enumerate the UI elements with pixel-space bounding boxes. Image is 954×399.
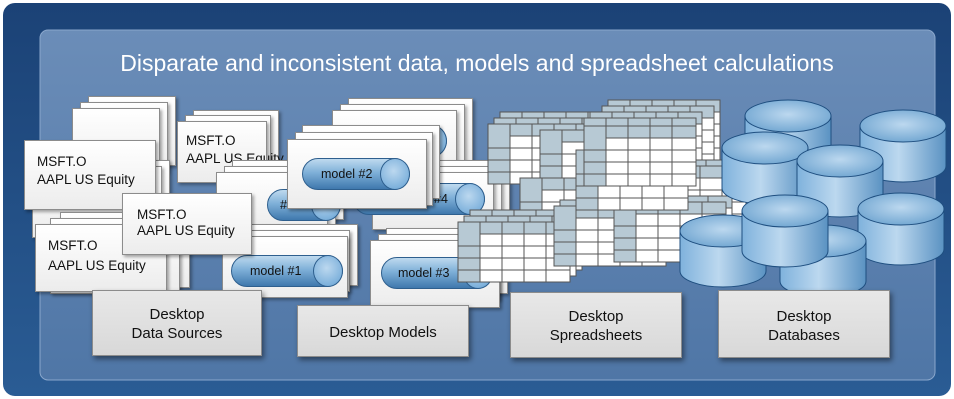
- ticker-msft: MSFT.O: [37, 154, 87, 169]
- label-data-sources: Desktop Data Sources: [92, 290, 262, 356]
- label-line: Desktop: [568, 308, 624, 325]
- database-cylinder: [857, 192, 945, 266]
- model-pill-3: model #3: [381, 257, 493, 289]
- data-card: MSFT.O AAPL US Equity: [122, 193, 252, 255]
- data-card: MSFT.O AAPL US Equity: [35, 224, 167, 292]
- model-card: model #2: [287, 139, 427, 209]
- label-line: Desktop: [149, 306, 205, 323]
- label-spreadsheets: Desktop Spreadsheets: [510, 292, 682, 358]
- ticker-msft: MSFT.O: [186, 133, 236, 148]
- ticker-aapl: AAPL US Equity: [48, 258, 146, 273]
- model-label-1: model #1: [250, 264, 302, 278]
- model-pill-2: model #2: [302, 158, 410, 190]
- label-line: Data Sources: [131, 325, 223, 342]
- ticker-msft: MSFT.O: [137, 207, 187, 222]
- label-models: Desktop Models: [297, 305, 469, 357]
- diagram-title: Disparate and inconsistent data, models …: [120, 50, 834, 76]
- model-label-2: model #2: [321, 167, 373, 181]
- database-cylinder: [721, 131, 809, 205]
- model-pill-1: model #1: [231, 255, 343, 287]
- ticker-aapl: AAPL US Equity: [37, 172, 135, 187]
- label-line: Desktop: [776, 308, 832, 325]
- label-line: Desktop Models: [329, 324, 437, 341]
- database-cylinder: [741, 194, 829, 268]
- ticker-msft: MSFT.O: [48, 238, 98, 253]
- ticker-aapl: AAPL US Equity: [137, 223, 235, 238]
- label-databases: Desktop Databases: [718, 290, 890, 358]
- label-line: Databases: [768, 327, 840, 344]
- data-card: MSFT.O AAPL US Equity: [177, 121, 284, 183]
- model-label-3: model #3: [398, 266, 450, 280]
- label-line: Spreadsheets: [549, 327, 643, 344]
